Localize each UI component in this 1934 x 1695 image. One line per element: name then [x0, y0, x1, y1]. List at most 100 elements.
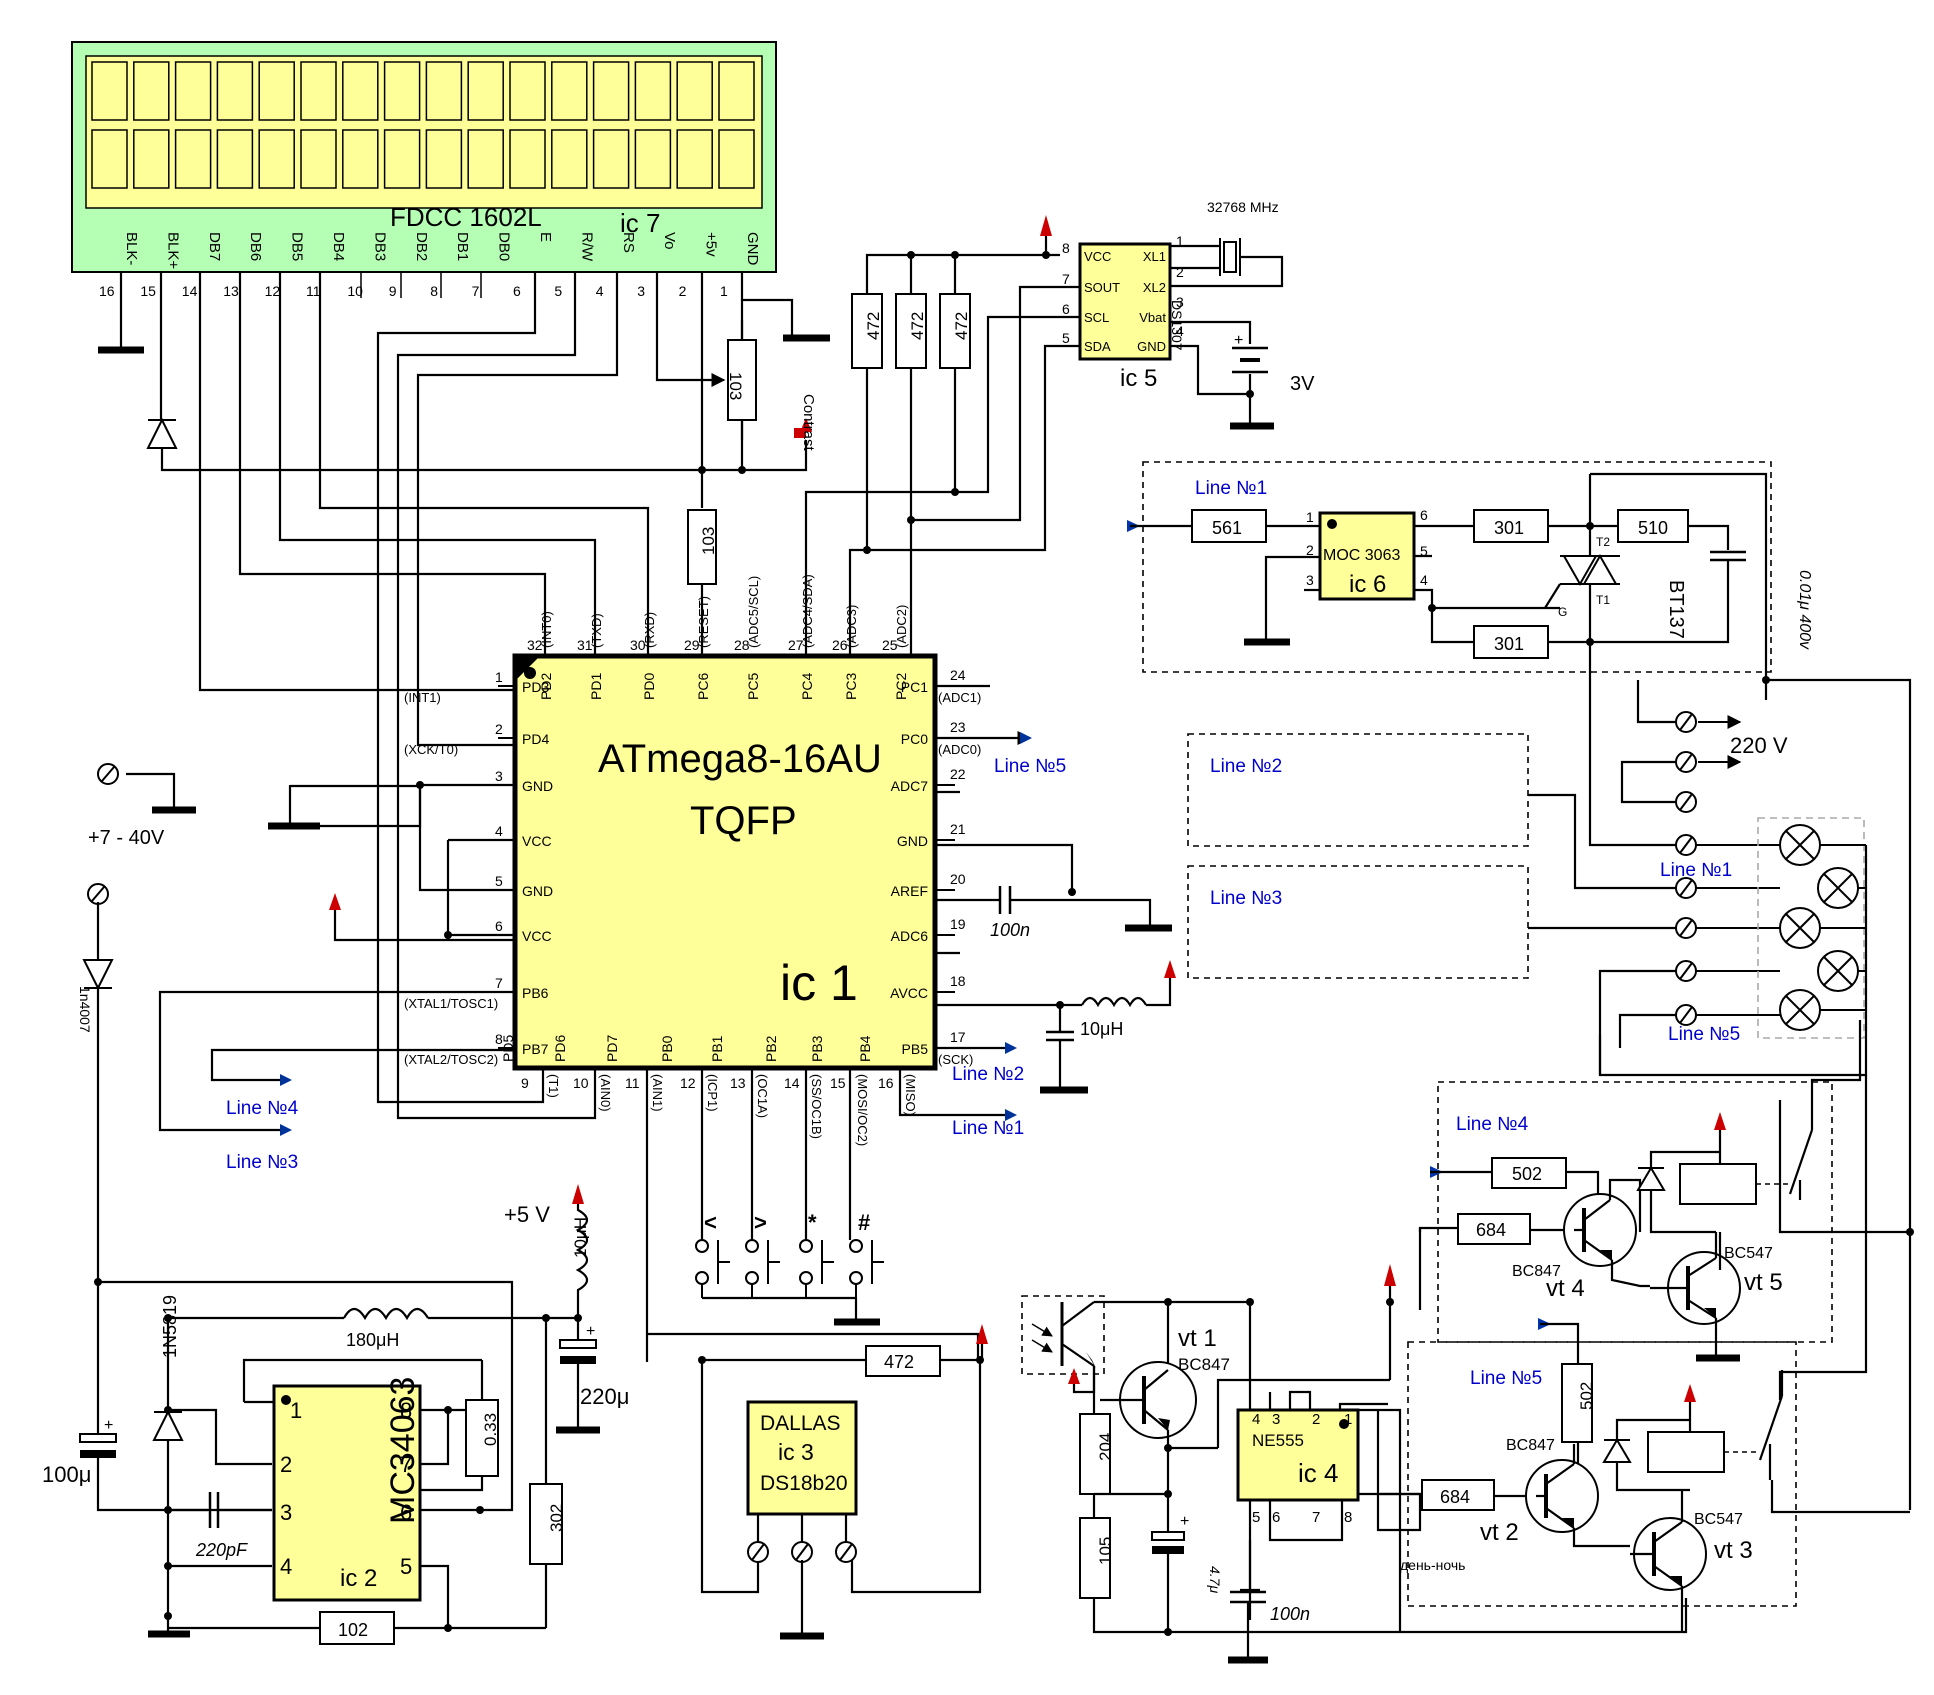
lcd-pin-number: 4: [596, 283, 604, 299]
mcu-pin-number: 5: [495, 873, 503, 889]
mcu-pin-name: PC5: [745, 673, 761, 700]
svg-text:1: 1: [290, 1398, 302, 1423]
lcd-cell: [300, 61, 337, 121]
svg-text:302: 302: [547, 1504, 566, 1532]
lcd-pin-number: 15: [140, 283, 156, 299]
svg-text:8: 8: [400, 1398, 412, 1423]
lcd-module: FDCC 1602L ic 7 BLK-16BLK+15DB714DB613DB…: [71, 41, 777, 299]
svg-text:5: 5: [400, 1554, 412, 1579]
mcu-pin-number: 2: [495, 721, 503, 737]
svg-text:DS1307: DS1307: [1169, 300, 1185, 351]
lcd-pin-labels: BLK-16BLK+15DB714DB613DB512DB411DB310DB2…: [99, 232, 761, 299]
lcd-cell: [383, 129, 421, 189]
svg-text:Line №3: Line №3: [226, 1152, 298, 1173]
mcu-pin-number: 29: [684, 637, 700, 653]
mcu-right-wiring: 100n 10μH: [898, 684, 1176, 1121]
svg-text:684: 684: [1440, 1487, 1470, 1507]
rtc-pin-name: SCL: [1084, 310, 1109, 325]
svg-text:103: 103: [726, 372, 745, 400]
svg-text:105: 105: [1096, 1537, 1115, 1565]
lcd-pin-number: 9: [389, 283, 397, 299]
lcd-cell: [133, 61, 170, 121]
mcu-pin-name: PD0: [641, 673, 657, 700]
mcu-pin-name: PD7: [604, 1035, 620, 1062]
lcd-cell: [467, 61, 504, 121]
lcd-cell: [592, 61, 630, 121]
keypad-buttons: <>*#: [645, 1068, 980, 1362]
mcu-pin-number: 18: [950, 973, 966, 989]
svg-text:+: +: [1180, 1513, 1189, 1530]
rtc-pin-name: XL1: [1143, 249, 1166, 264]
svg-text:Line №2: Line №2: [952, 1064, 1024, 1085]
mcu-pin-alt: (INT0): [539, 611, 554, 648]
lcd-pin-number: 1: [720, 283, 728, 299]
svg-text:Line №5: Line №5: [1668, 1024, 1740, 1045]
rtc-pin-number: 7: [1062, 271, 1070, 287]
svg-text:ic 3: ic 3: [778, 1439, 814, 1465]
svg-text:ic 4: ic 4: [1298, 1458, 1338, 1488]
mcu-pin-number: 31: [577, 637, 593, 653]
lcd-pin-number: 2: [679, 283, 687, 299]
lcd-pin-name: BLK+: [164, 232, 181, 269]
lcd-cell: [634, 61, 672, 121]
mcu-pin-name: ADC7: [891, 778, 929, 794]
ne555-pin: 6: [1272, 1509, 1280, 1526]
svg-text:0.33: 0.33: [481, 1413, 500, 1446]
lcd-ref: ic 7: [620, 208, 660, 238]
svg-text:301: 301: [1494, 518, 1524, 538]
lcd-pin-name: R/W: [578, 232, 595, 262]
svg-text:DS18b20: DS18b20: [760, 1472, 848, 1495]
mcu-pin-number: 28: [734, 637, 750, 653]
mcu-pin-name: PC1: [901, 679, 928, 695]
svg-text:Line №2: Line №2: [1210, 756, 1282, 777]
svg-text:3: 3: [280, 1500, 292, 1525]
lcd-pin-number: 11: [306, 283, 321, 299]
mcu-pin-name: PB7: [522, 1041, 549, 1057]
mcu-pin-name: GND: [897, 833, 928, 849]
mcu-pin-alt: (SCK): [938, 1052, 973, 1067]
ne555-pin: 3: [1272, 1411, 1280, 1428]
lcd-pin-name: DB7: [206, 232, 223, 261]
relay-line5: Line №5 502 684 BC847 vt 2 BC547 vt 3: [1407, 1318, 1797, 1632]
mcu-pin-number: 20: [950, 871, 966, 887]
svg-text:T2: T2: [1596, 535, 1610, 549]
lcd-pin-name: DB1: [454, 232, 471, 261]
button-label: >: [754, 1210, 767, 1235]
mcu-pin-alt: (ADC2): [894, 605, 909, 648]
lcd-cell: [383, 61, 421, 121]
rtc-pin-name: XL2: [1143, 280, 1166, 295]
mcu-pin-number: 23: [950, 719, 966, 735]
rtc-pin-number: 8: [1062, 240, 1070, 256]
lcd-cell: [425, 61, 463, 121]
lcd-cell: [467, 129, 504, 189]
mcu-pin-alt: (TXD): [589, 613, 604, 648]
svg-text:561: 561: [1212, 518, 1242, 538]
svg-text:BC847: BC847: [1512, 1263, 1561, 1280]
lcd-pin-name: +5v: [703, 232, 720, 257]
mcu-pin-name: PB5: [902, 1041, 929, 1057]
mcu-pin-number: 24: [950, 667, 966, 683]
lcd-cell: [174, 129, 212, 189]
lcd-pin-name: DB3: [371, 232, 388, 261]
mcu-pin-number: 16: [878, 1075, 894, 1091]
svg-text:1n4007: 1n4007: [77, 986, 93, 1033]
line-labels: Line №4 Line №3 Line №5 Line №2 Line №1: [226, 756, 1066, 1173]
lcd-cell: [91, 61, 128, 121]
mains-terminals: 220 V Line №1 Line №5: [1598, 680, 1868, 1077]
mcu-pin-alt: (XTAL1/TOSC1): [404, 996, 498, 1011]
svg-text:NE555: NE555: [1252, 1431, 1304, 1450]
svg-text:4: 4: [1420, 572, 1428, 588]
svg-text:472: 472: [884, 1352, 914, 1372]
svg-text:3: 3: [1306, 572, 1314, 588]
ne555-pin: 7: [1312, 1509, 1320, 1526]
lcd-pin-number: 8: [430, 283, 438, 299]
mcu-pin-number: 32: [527, 637, 543, 653]
mcu-pin-name: PB2: [763, 1035, 779, 1062]
mcu-pin-name: PD3: [522, 679, 549, 695]
svg-text:BC847: BC847: [1178, 1355, 1230, 1374]
lcd-cell: [551, 129, 588, 189]
lcd-cell: [216, 129, 254, 189]
mcu-pin-number: 22: [950, 766, 966, 782]
svg-text:MOC 3063: MOC 3063: [1323, 547, 1400, 564]
